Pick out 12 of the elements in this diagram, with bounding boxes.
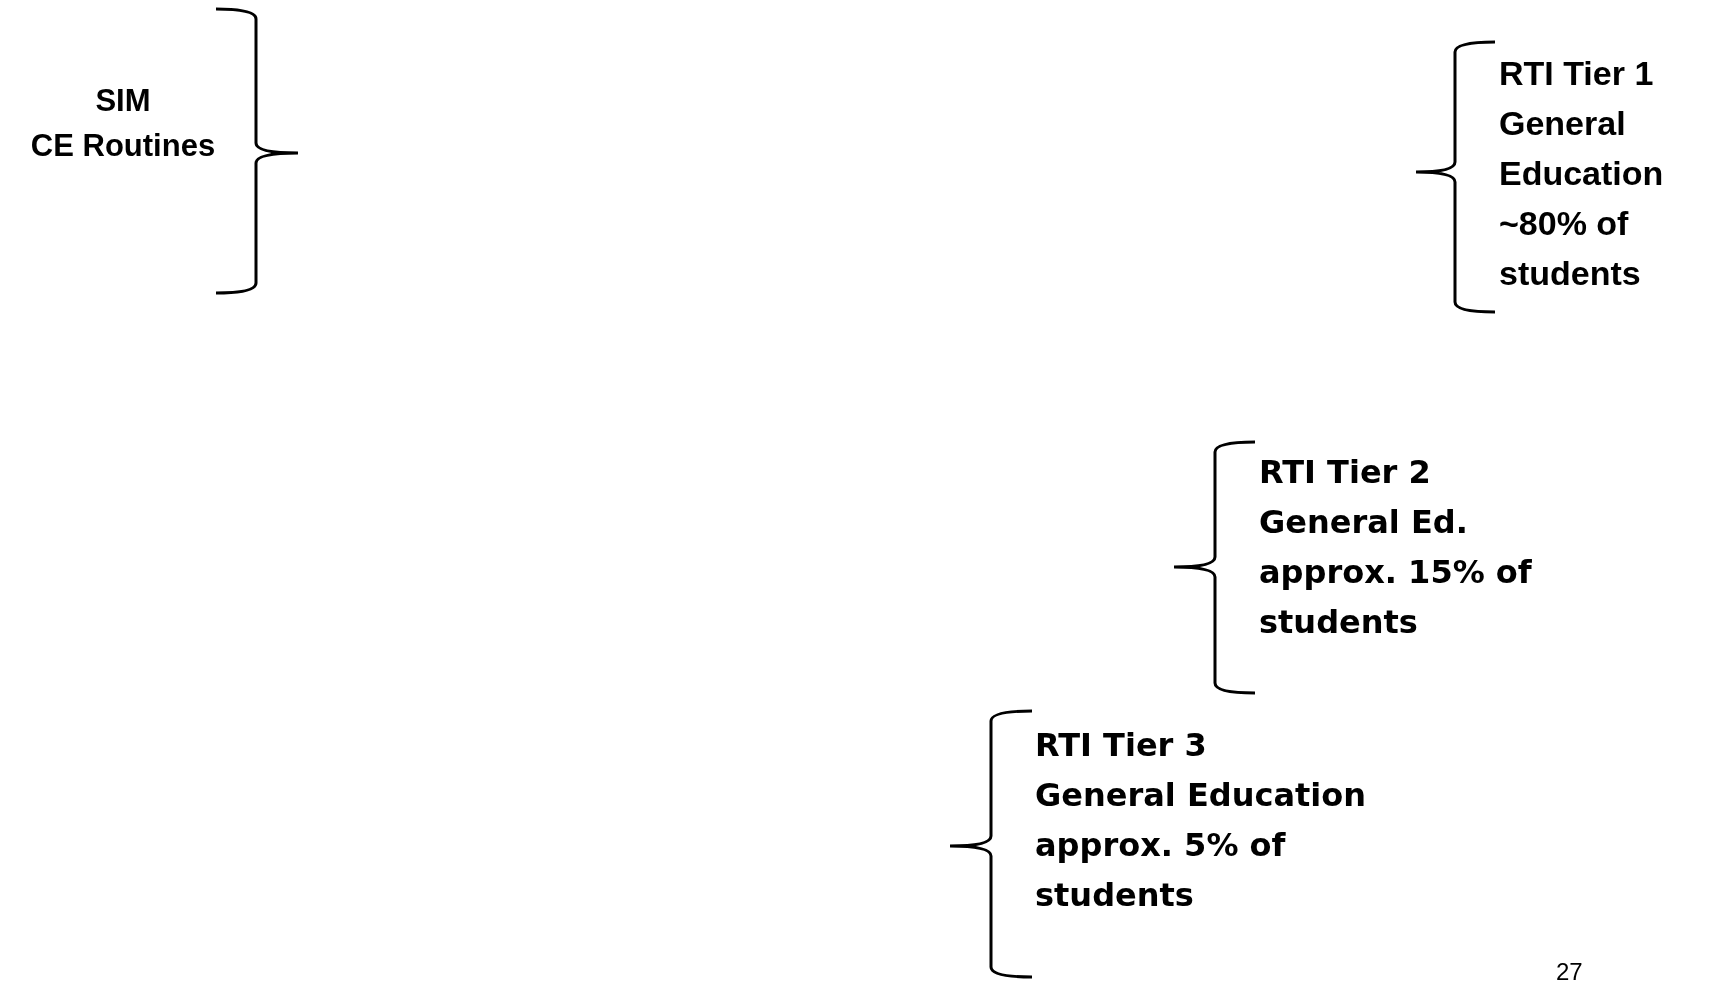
tier-label: RTI Tier 1 <box>1499 53 1655 94</box>
tier-label: RTI Tier 2 <box>1259 452 1432 493</box>
tier-label: RTI Tier 3 <box>1035 725 1208 766</box>
tier-label: approx. 15% of students <box>1259 552 1533 643</box>
page-number: 27 <box>1556 958 1584 982</box>
bracket-label: CE Routines <box>29 127 217 165</box>
tier-label: General Education <box>1035 775 1368 816</box>
tier-label: General Education <box>1499 103 1665 194</box>
tier-label: approx. 5% of students <box>1035 825 1287 916</box>
bracket-label: SIM <box>94 82 152 120</box>
tier-label: ~80% of students <box>1499 203 1642 294</box>
tier-label: General Ed. <box>1259 502 1469 543</box>
